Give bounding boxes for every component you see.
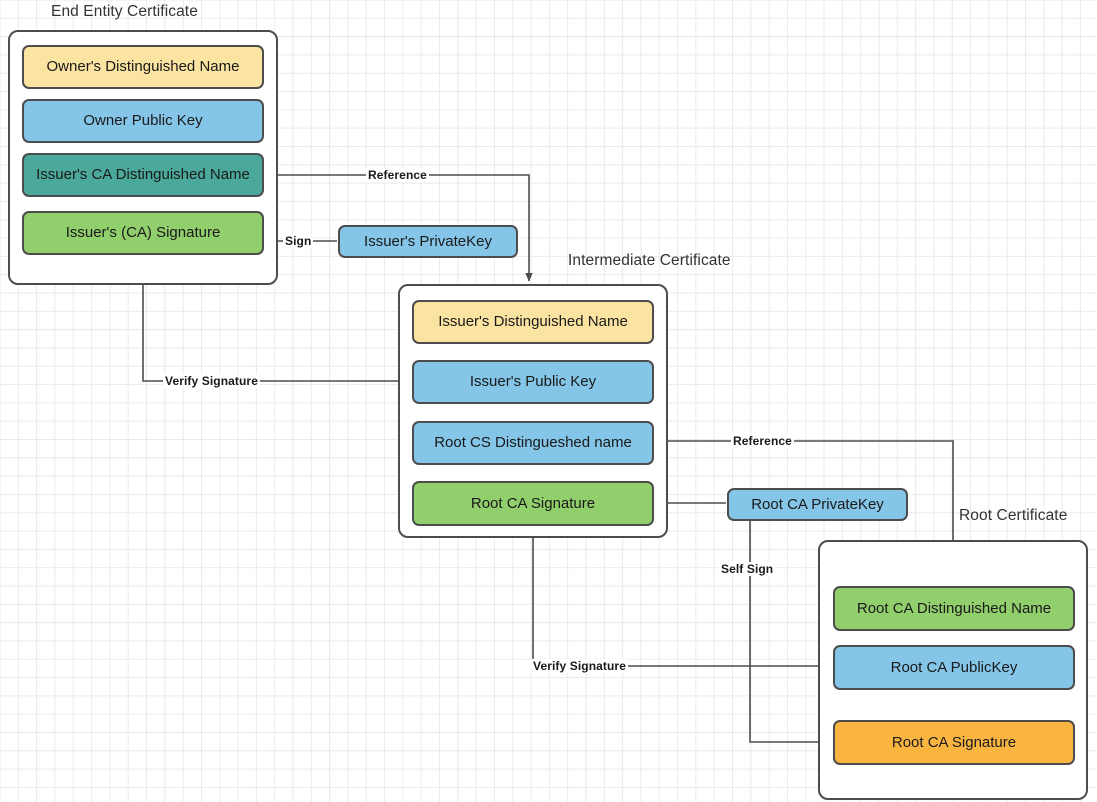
field-issuer-pubkey[interactable]: Issuer's Public Key	[412, 360, 654, 404]
connector-label-reference-2: Reference	[731, 434, 794, 448]
connector-label-verify-signature-1: Verify Signature	[163, 374, 260, 388]
field-root-ca-sig-root[interactable]: Root CA Signature	[833, 720, 1075, 765]
key-issuer-privatekey[interactable]: Issuer's PrivateKey	[338, 225, 518, 258]
field-issuer-ca-dn[interactable]: Issuer's CA Distinguished Name	[22, 153, 264, 197]
connector-label-self-sign: Self Sign	[719, 562, 776, 576]
field-root-ca-sig[interactable]: Root CA Signature	[412, 481, 654, 526]
field-owner-pubkey[interactable]: Owner Public Key	[22, 99, 264, 143]
connector-self-sign	[749, 521, 829, 746]
cert-title-intermediate: Intermediate Certificate	[568, 252, 731, 269]
connector-label-reference-1: Reference	[366, 168, 429, 182]
connector-reference-1	[264, 174, 533, 282]
connector-verify-signature-2	[529, 527, 833, 667]
field-issuer-dn[interactable]: Issuer's Distinguished Name	[412, 300, 654, 344]
field-root-cs-dn[interactable]: Root CS Distingueshed name	[412, 421, 654, 465]
field-owner-dn[interactable]: Owner's Distinguished Name	[22, 45, 264, 89]
field-root-ca-pubkey[interactable]: Root CA PublicKey	[833, 645, 1075, 690]
cert-title-root: Root Certificate	[959, 507, 1068, 524]
connector-label-verify-signature-2: Verify Signature	[531, 659, 628, 673]
connector-label-sign-1: Sign	[283, 234, 314, 248]
cert-title-end-entity: End Entity Certificate	[51, 3, 198, 20]
connector-verify-signature-1	[139, 257, 412, 382]
field-root-ca-dn[interactable]: Root CA Distinguished Name	[833, 586, 1075, 631]
field-issuer-ca-sig[interactable]: Issuer's (CA) Signature	[22, 211, 264, 255]
key-root-ca-privatekey[interactable]: Root CA PrivateKey	[727, 488, 908, 521]
